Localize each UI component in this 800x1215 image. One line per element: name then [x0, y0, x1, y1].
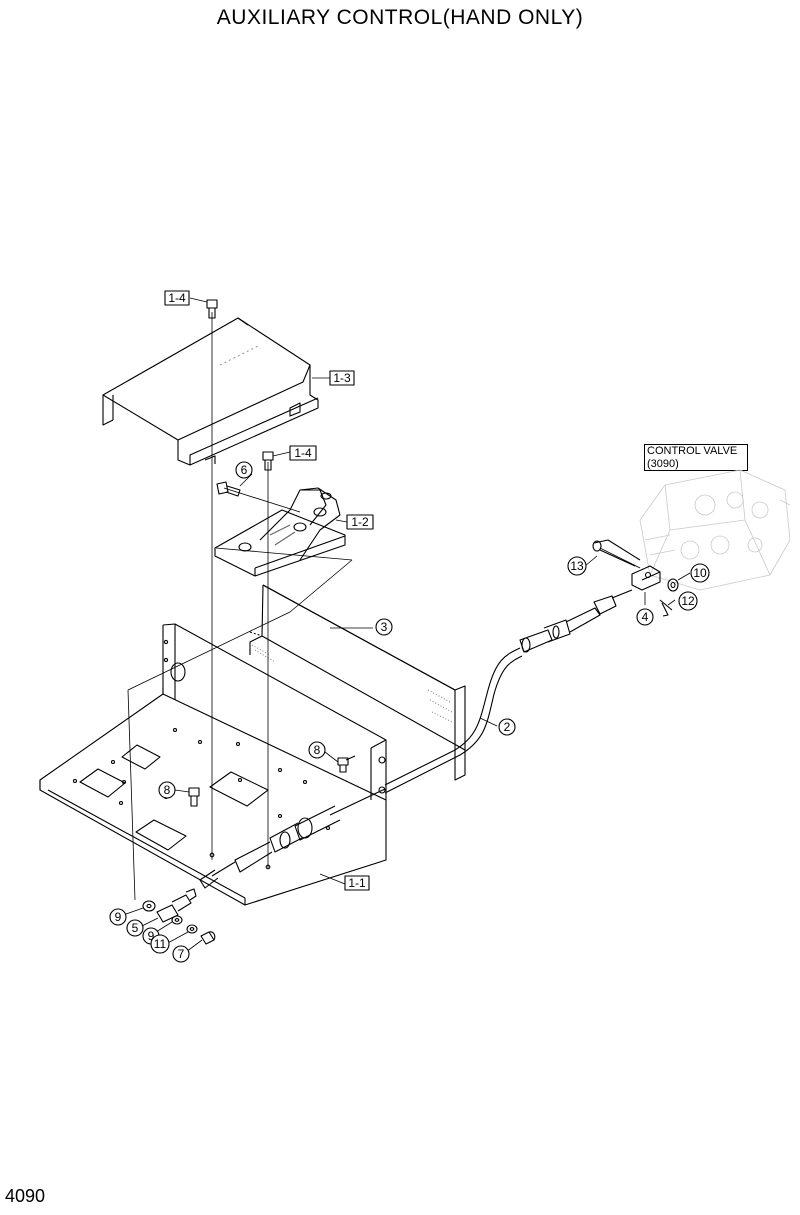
svg-text:5: 5 — [132, 921, 139, 935]
callout-8-right: 8 — [308, 741, 326, 759]
callout-5: 5 — [126, 919, 144, 937]
svg-text:1-2: 1-2 — [351, 515, 369, 529]
base-plate — [39, 623, 387, 906]
callout-13: 13 — [567, 556, 587, 576]
callout-1-3: 1-3 — [329, 370, 355, 386]
svg-text:10: 10 — [693, 566, 707, 580]
page-number: 4090 — [5, 1186, 46, 1206]
svg-text:1-3: 1-3 — [333, 371, 351, 385]
control-valve-ref: (3090) — [647, 458, 679, 470]
svg-text:4: 4 — [642, 610, 649, 624]
svg-text:13: 13 — [570, 559, 584, 573]
washer-11 — [186, 924, 198, 934]
svg-text:9: 9 — [115, 910, 122, 924]
svg-text:11: 11 — [154, 937, 167, 951]
cap-nut-7 — [200, 931, 216, 945]
bolt-6 — [216, 481, 241, 497]
callout-10: 10 — [690, 563, 710, 583]
clevis-assembly — [592, 539, 679, 617]
assembly-leader-lines — [127, 312, 641, 901]
svg-text:1-4: 1-4 — [294, 446, 312, 460]
callout-2: 2 — [498, 718, 516, 736]
svg-text:1-4: 1-4 — [168, 291, 186, 305]
callout-1-2: 1-2 — [346, 514, 374, 530]
callout-6: 6 — [235, 461, 253, 479]
callout-1-4-top: 1-4 — [164, 290, 190, 306]
callout-11: 11 — [150, 934, 170, 954]
washer-9-left — [142, 900, 156, 912]
bolt-8-left — [188, 787, 200, 807]
control-valve-ghost — [639, 469, 791, 591]
svg-text:8: 8 — [164, 783, 171, 797]
lever-bracket — [214, 487, 346, 577]
svg-text:1-1: 1-1 — [348, 876, 366, 890]
washer-9-right — [171, 915, 183, 925]
bolt-8-right — [337, 755, 356, 773]
callout-4: 4 — [636, 608, 654, 626]
callout-1-1: 1-1 — [344, 875, 370, 891]
callout-8-left: 8 — [158, 781, 176, 799]
svg-text:7: 7 — [178, 947, 185, 961]
control-valve-label: CONTROL VALVE — [647, 445, 738, 457]
control-valve-label-box: CONTROL VALVE (3090) — [644, 444, 748, 471]
nut-5 — [156, 888, 197, 923]
svg-text:8: 8 — [314, 743, 321, 757]
callout-12: 12 — [678, 591, 698, 611]
svg-text:12: 12 — [681, 594, 695, 608]
callout-3: 3 — [375, 618, 393, 636]
control-cable — [199, 589, 633, 889]
bolt-1-4-top — [206, 299, 218, 319]
svg-text:6: 6 — [241, 463, 248, 477]
side-plate — [249, 584, 466, 781]
callout-1-4-mid: 1-4 — [289, 445, 317, 461]
svg-text:2: 2 — [504, 720, 511, 734]
diagram-title: AUXILIARY CONTROL(HAND ONLY) — [216, 6, 584, 29]
svg-text:9: 9 — [148, 929, 155, 943]
callout-9-left: 9 — [109, 908, 127, 926]
svg-text:3: 3 — [381, 620, 388, 634]
bolt-1-4-mid — [262, 451, 274, 471]
top-cover — [102, 317, 319, 466]
callout-7: 7 — [172, 945, 190, 963]
